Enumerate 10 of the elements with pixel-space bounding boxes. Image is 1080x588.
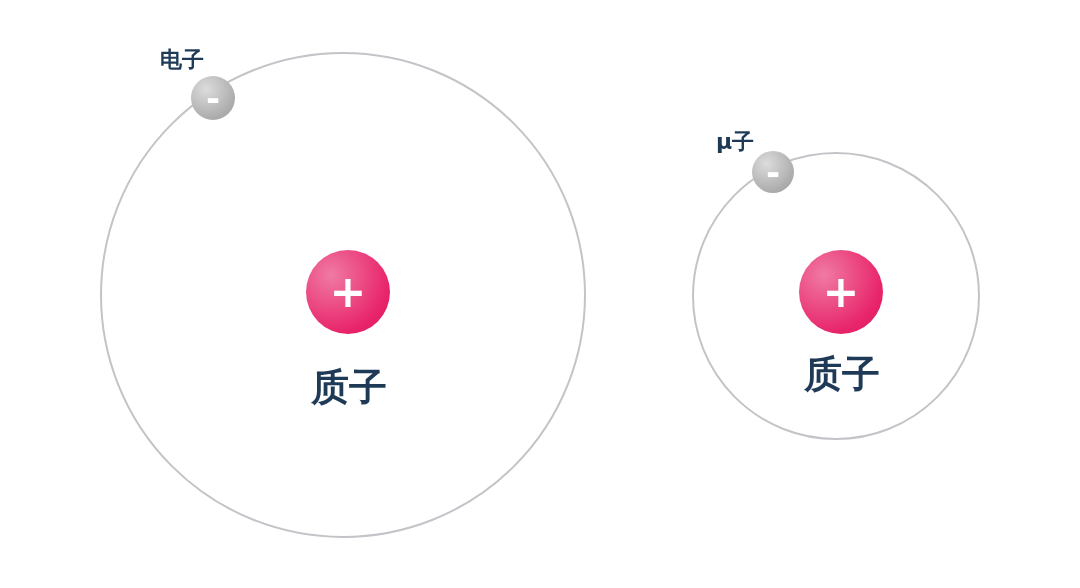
particle-label: 质子 [311,368,387,406]
particle-label: 质子 [804,355,880,393]
charge-sign: - [205,81,221,115]
particle-circle [191,76,235,120]
particle-label: 电子 [160,49,204,71]
charge-sign: - [765,155,781,189]
particle-circle [752,151,794,193]
particle-label: μ子 [715,131,755,153]
charge-sign: + [329,270,367,314]
charge-sign: + [822,270,860,314]
